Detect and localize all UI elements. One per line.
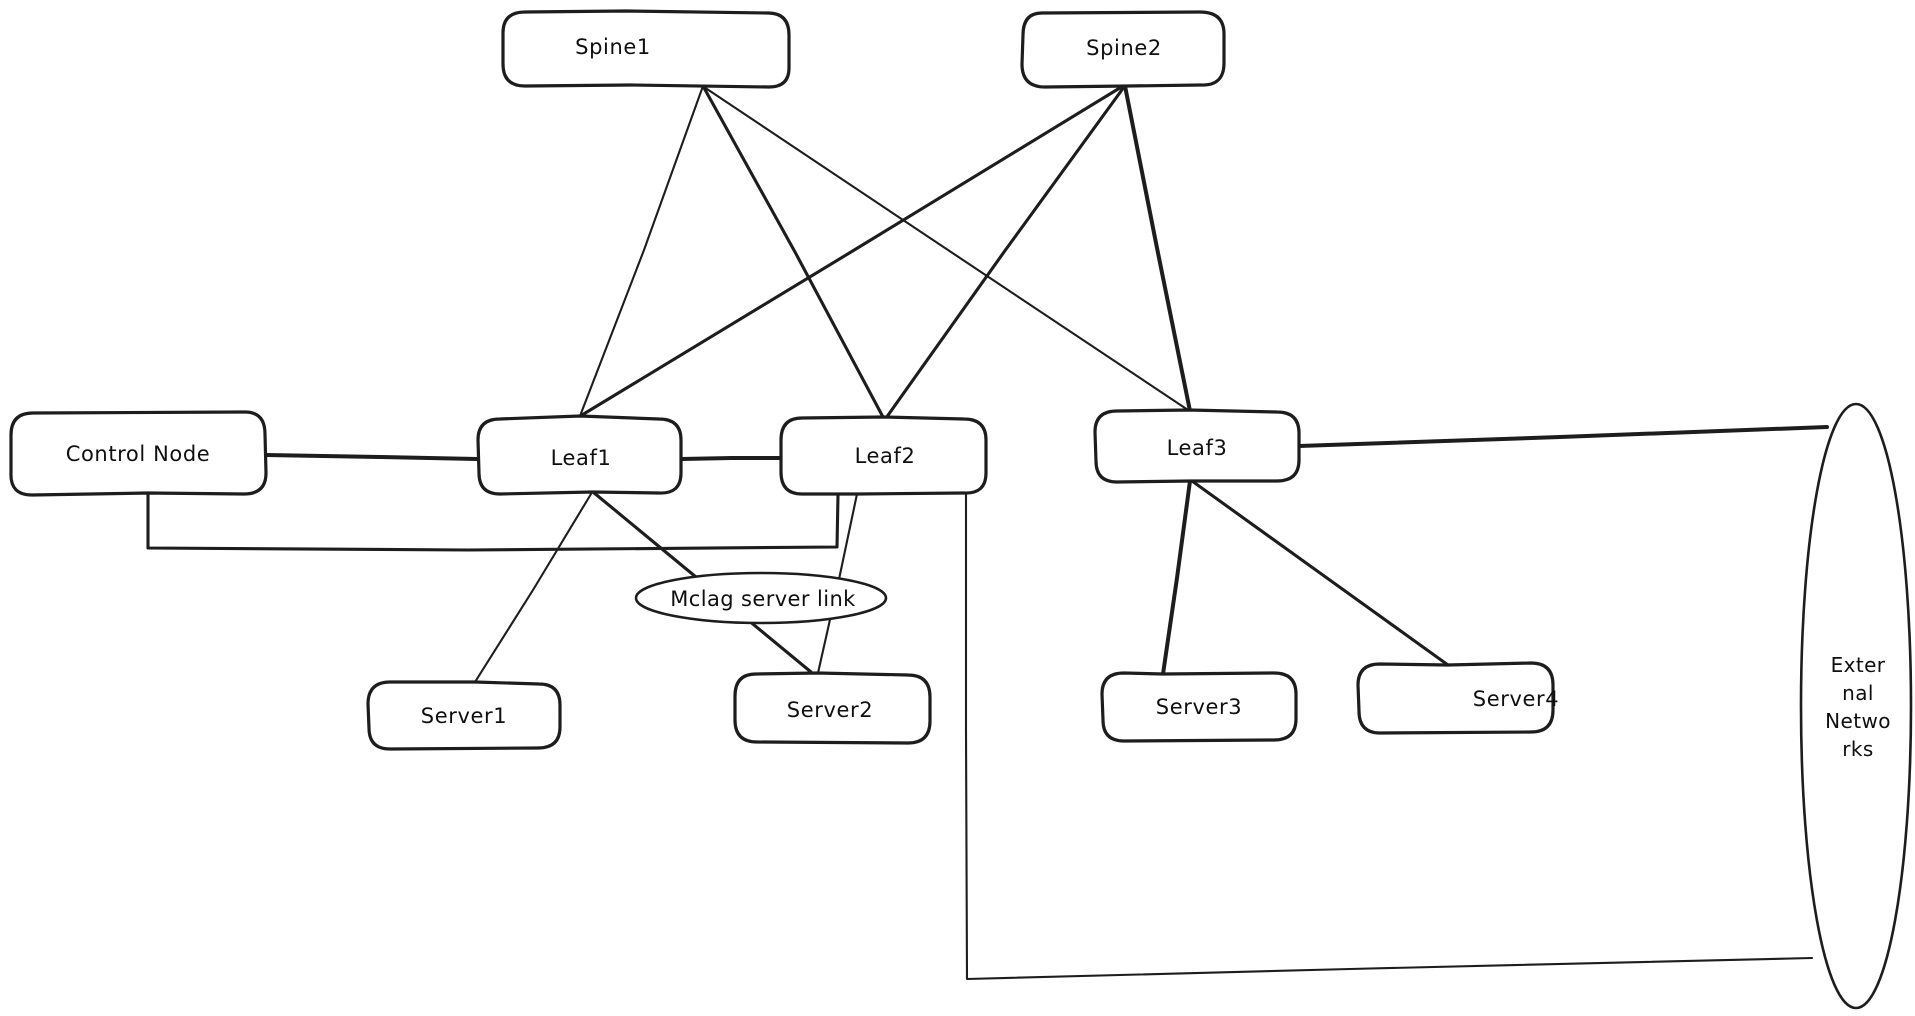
spine1-box xyxy=(501,9,791,89)
link-leaf3-external-networks[interactable] xyxy=(1297,425,1829,448)
link-spine2-leaf3[interactable] xyxy=(1123,84,1192,413)
link-leaf3-server3[interactable] xyxy=(1161,479,1192,676)
leaf2-label: Leaf2 xyxy=(855,444,916,468)
external-networks-label-line-2: nal xyxy=(1842,681,1874,705)
node-external-networks[interactable]: Exter nal Netwo rks xyxy=(1799,402,1913,1010)
mclag-label: Mclag server link xyxy=(670,587,856,611)
node-control-node[interactable]: Control Node xyxy=(9,410,268,497)
server2-label: Server2 xyxy=(787,698,873,722)
server4-box xyxy=(1356,661,1555,735)
link-control-node-leaf2[interactable] xyxy=(146,491,840,552)
server4-label: Server4 xyxy=(1473,687,1559,711)
external-networks-label-line-4: rks xyxy=(1842,737,1873,761)
leaf2-box xyxy=(779,415,988,496)
link-spine2-leaf1[interactable] xyxy=(580,84,1125,417)
server3-box xyxy=(1100,671,1298,743)
control-node-box xyxy=(9,410,268,497)
server1-box xyxy=(366,680,562,751)
spine2-box xyxy=(1020,10,1226,89)
node-leaf1[interactable]: Leaf1 xyxy=(476,414,683,496)
link-leaf3-server4[interactable] xyxy=(1190,479,1450,667)
link-spine1-leaf3[interactable] xyxy=(702,85,1190,412)
node-server4[interactable]: Server4 xyxy=(1356,661,1559,735)
leaf3-box xyxy=(1093,408,1301,484)
link-leaf1-server1[interactable] xyxy=(473,492,593,684)
external-networks-ellipse xyxy=(1799,402,1913,1010)
link-leaf2-external-networks[interactable] xyxy=(964,491,1814,981)
server1-label: Server1 xyxy=(421,704,507,728)
node-leaf3[interactable]: Leaf3 xyxy=(1093,408,1301,484)
leaf1-box xyxy=(476,414,683,496)
leaf1-label: Leaf1 xyxy=(551,446,612,470)
server3-label: Server3 xyxy=(1156,695,1242,719)
server2-box xyxy=(733,671,932,745)
node-server1[interactable]: Server1 xyxy=(366,680,562,751)
link-leaf1-leaf2[interactable] xyxy=(679,456,782,461)
external-networks-label-line-3: Netwo xyxy=(1825,709,1891,733)
link-layer xyxy=(146,84,1829,981)
link-spine1-leaf1[interactable] xyxy=(578,84,705,418)
node-spine1[interactable]: Spine1 xyxy=(501,9,791,89)
node-spine2[interactable]: Spine2 xyxy=(1020,10,1226,89)
control-node-label: Control Node xyxy=(66,442,211,466)
node-server3[interactable]: Server3 xyxy=(1100,671,1298,743)
leaf3-label: Leaf3 xyxy=(1167,436,1228,460)
mclag-ellipse xyxy=(634,571,888,625)
node-server2[interactable]: Server2 xyxy=(733,671,932,745)
spine1-label: Spine1 xyxy=(575,35,651,59)
link-spine1-leaf2[interactable] xyxy=(701,84,885,419)
link-spine2-leaf2[interactable] xyxy=(884,85,1126,420)
external-networks-label-line-1: Exter xyxy=(1831,653,1886,677)
node-mclag-server-link[interactable]: Mclag server link xyxy=(634,571,888,625)
spine2-label: Spine2 xyxy=(1086,36,1162,60)
node-leaf2[interactable]: Leaf2 xyxy=(779,415,988,496)
link-control-node-leaf1[interactable] xyxy=(264,453,479,461)
